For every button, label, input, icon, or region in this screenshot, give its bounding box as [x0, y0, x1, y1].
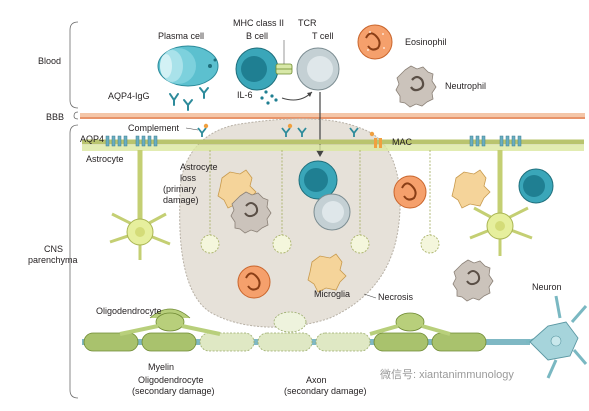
astrocyte-loss-line4: damage) [163, 195, 199, 205]
astrocyte-left [109, 150, 171, 260]
oligodendrocyte-damaged [273, 311, 307, 333]
aqp4-channels [105, 135, 522, 147]
astrocyte-right [469, 150, 533, 256]
aqp4-igg-antibodies [169, 87, 209, 111]
neutrophil [395, 65, 437, 108]
region-bbb-label: BBB [46, 112, 64, 122]
lesion-t-cell [313, 193, 351, 231]
aqp4-label: AQP4 [80, 134, 104, 144]
aqp4-igg-label: AQP4-IgG [108, 91, 150, 101]
eosinophil [357, 24, 393, 60]
oligodendrocyte-label: Oligodendrocyte [96, 306, 162, 316]
region-brackets [69, 21, 79, 399]
axon-secondary-line2: (secondary damage) [284, 386, 367, 396]
t-cell-label: T cell [312, 31, 333, 41]
lesion-b-cell-right [518, 168, 554, 204]
mhc-tcr-synapse [275, 40, 293, 75]
astrocyte-loss-label: Astrocyte loss (primary damage) [163, 162, 220, 205]
axon-secondary-line1: Axon [306, 375, 327, 385]
oligo-secondary-label: Oligodendrocyte (secondary damage) [132, 375, 215, 396]
astrocyte-loss-line2: loss [180, 173, 197, 183]
lesion-b-cell [298, 160, 338, 200]
watermark-text: 微信号: xiantanimmunology [380, 367, 514, 381]
region-blood-label: Blood [38, 56, 61, 66]
plasma-cell-label: Plasma cell [158, 31, 204, 41]
complement-bound-antibodies [197, 127, 359, 137]
region-cns-line2: parenchyma [28, 255, 78, 265]
astrocyte-loss-line3: (primary [163, 184, 196, 194]
b-cell [235, 47, 279, 91]
region-cns-label: CNS parenchyma [28, 244, 78, 265]
t-cell [296, 47, 340, 91]
tcr-label: TCR [298, 18, 317, 28]
complement-dots [203, 123, 375, 137]
il6-label: IL-6 [237, 90, 253, 100]
il6-cytokines [260, 90, 278, 105]
neutrophil-label: Neutrophil [445, 81, 486, 91]
damaged-astrocytes [200, 150, 440, 254]
neuron-label: Neuron [532, 282, 562, 292]
axon-secondary-label: Axon (secondary damage) [284, 375, 367, 396]
b-cell-label: B cell [246, 31, 268, 41]
microglia-label: Microglia [314, 289, 350, 299]
myelin-label: Myelin [148, 362, 174, 372]
eosinophil-label: Eosinophil [405, 37, 447, 47]
bbb-band [80, 113, 585, 119]
mac-label: MAC [392, 137, 413, 147]
astrocyte-label: Astrocyte [86, 154, 124, 164]
oligo-secondary-line1: Oligodendrocyte [138, 375, 204, 385]
oligodendrocyte-left [119, 308, 221, 336]
mhc-label: MHC class II [233, 18, 284, 28]
oligo-secondary-line2: (secondary damage) [132, 386, 215, 396]
astrocyte-loss-line1: Astrocyte [180, 162, 218, 172]
lesion-neutrophils [230, 191, 494, 302]
plasma-cell [157, 45, 219, 87]
lesion-eosinophils [237, 175, 427, 299]
region-cns-line1: CNS [44, 244, 63, 254]
necrosis-label: Necrosis [378, 292, 414, 302]
complement-label: Complement [128, 123, 180, 133]
myelin-sheaths [83, 332, 487, 352]
neuron [525, 295, 588, 379]
oligodendrocyte-right [369, 312, 451, 336]
mac-pore [374, 138, 382, 148]
